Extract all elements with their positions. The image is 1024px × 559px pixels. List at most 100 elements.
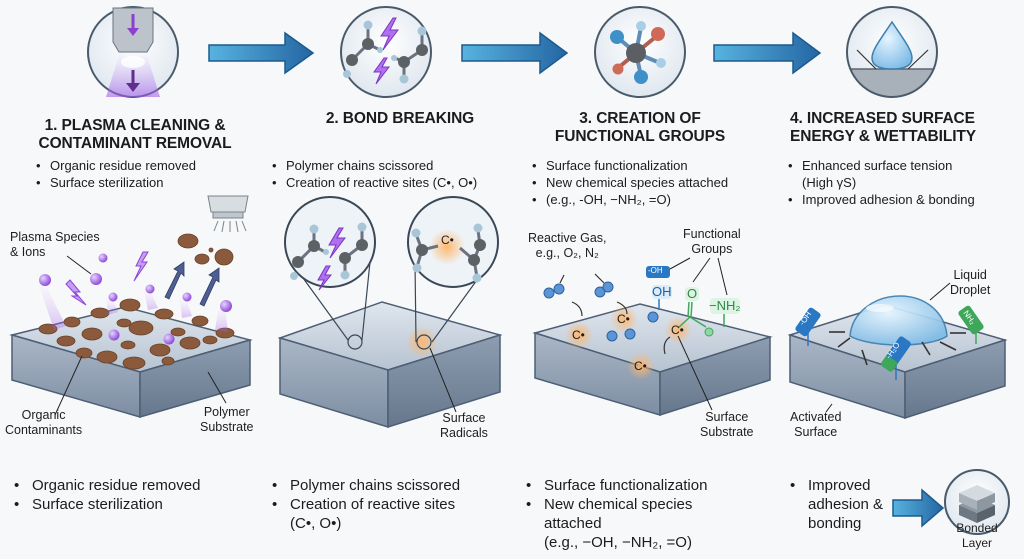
label-line: Surface: [442, 411, 486, 425]
leader-lines: [54, 255, 227, 416]
radical-label: C•: [617, 312, 630, 326]
summary-step-3: Surface functionalization New chemical s…: [522, 476, 707, 552]
step-2-bullets: Polymer chains scissored Creation of rea…: [270, 157, 477, 191]
surface-tension-arrows: [829, 331, 966, 366]
bullet-text: (C•, O•): [290, 515, 342, 532]
step-2-title: 2. BOND BREAKING: [270, 110, 530, 128]
bullet: Improved adhesion & bonding: [786, 191, 975, 208]
oh-tag-label: -OH: [648, 266, 663, 275]
bullet: Creation of reactive sites: [268, 495, 460, 514]
label-line: e.g., O₂, N₂: [535, 246, 599, 260]
label-reactive-gas: Reactive Gas, e.g., O₂, N₂: [528, 231, 607, 261]
summary-step-4: Improved adhesion & bonding: [786, 476, 883, 533]
label-line: Droplet: [950, 283, 991, 297]
bullet: Surface functionalization: [522, 476, 707, 495]
bullet: Organic residue removed: [10, 476, 200, 495]
label-line: Liquid: [953, 268, 987, 282]
label-line: Bonded: [956, 521, 998, 535]
label-line: Plasma Species: [10, 230, 100, 244]
label-line: Layer: [961, 536, 993, 550]
step-3-title: 3. CREATION OF FUNCTIONAL GROUPS: [530, 110, 750, 146]
bullet-continuation: attached: [522, 514, 707, 533]
oh-group-label: OH: [652, 284, 672, 299]
bullet: Enhanced surface tension: [786, 157, 975, 174]
nh2-group-label: −NH₂: [709, 298, 741, 313]
bullet: Creation of reactive sites (C•, O•): [270, 174, 477, 191]
process-arrow-2: [461, 31, 569, 75]
bullet-continuation: adhesion &: [786, 495, 883, 514]
label-line: Functional: [683, 227, 741, 241]
bullet-continuation: (e.g., −OH, −NH₂, =O): [522, 533, 707, 552]
functional-group-molecule-icon: [594, 6, 686, 98]
label-line: Contaminants: [5, 423, 83, 437]
bullet: Surface functionalization: [530, 157, 728, 174]
process-arrow-1: [208, 31, 315, 75]
bullet: Surface sterilization: [34, 174, 196, 191]
bullet: Organic residue removed: [34, 157, 196, 174]
label-line: & Ions: [10, 245, 46, 259]
step-4-bullets: Enhanced surface tension (High γS) Impro…: [786, 157, 975, 208]
bonded-layer-icon: [944, 469, 1010, 535]
bullet-continuation: bonding: [786, 514, 883, 533]
label-line: Radicals: [440, 426, 488, 440]
label-radical-magnified: C•: [441, 233, 454, 247]
step-3-title-line2: FUNCTIONAL GROUPS: [554, 128, 726, 145]
summary-step-1: Organic residue removed Surface steriliz…: [10, 476, 200, 514]
process-arrow-3: [713, 31, 822, 75]
bullet: Polymer chains scissored: [270, 157, 477, 174]
bond-breaking-molecule-icon: [340, 6, 432, 98]
label-bonded-layer: Bonded Layer: [952, 521, 1002, 551]
plasma-ions: [38, 251, 232, 345]
reactive-gas-ions: [543, 281, 659, 342]
bullet: (e.g., -OH, −NH₂, =O): [530, 191, 728, 208]
radical-label: C•: [572, 328, 585, 342]
cleaning-nozzle-icon: [207, 195, 249, 233]
step-1-bullets: Organic residue removed Surface steriliz…: [34, 157, 196, 191]
step-2-title-line1: 2. BOND BREAKING: [325, 110, 475, 127]
magnifier-radical: [407, 196, 499, 288]
radical-label: C•: [671, 323, 684, 337]
oh-tag: [646, 266, 670, 278]
magnifier-bond-breaking: [284, 196, 376, 291]
label-surface-radicals: Surface Radicals: [440, 411, 488, 441]
label-line: Activated: [790, 410, 842, 424]
label-line: Substrate: [200, 420, 254, 434]
label-activated-surface: Activated Surface: [790, 410, 841, 440]
bullet: Surface sterilization: [10, 495, 200, 514]
label-polymer-substrate: Polymer Substrate: [200, 405, 254, 435]
step-3-bullets: Surface functionalization New chemical s…: [530, 157, 728, 208]
bullet: New chemical species attached: [530, 174, 728, 191]
liquid-droplet: [849, 295, 948, 346]
label-line: Organic: [21, 408, 66, 422]
panel-3-illustration: [532, 257, 773, 417]
label-organic-contaminants: Organic Contaminants: [5, 408, 82, 438]
panel-2-illustration: [277, 196, 503, 429]
label-line: Surface: [794, 425, 838, 439]
step-1-title: 1. PLASMA CLEANING & CONTAMINANT REMOVAL: [5, 117, 265, 153]
step-4-title: 4. INCREASED SURFACE ENERGY & WETTABILIT…: [790, 110, 1020, 146]
label-functional-groups: Functional Groups: [683, 227, 741, 257]
bullet-continuation: (C•, O•): [268, 514, 460, 533]
removal-arrows: [164, 261, 220, 307]
summary-step-2: Polymer chains scissored Creation of rea…: [268, 476, 460, 533]
bullet-text: (High γS): [802, 175, 857, 190]
water-droplet-contact-angle-icon: [846, 6, 938, 98]
label-surface-substrate: Surface Substrate: [700, 410, 754, 440]
label-liquid-droplet: Liquid Droplet: [950, 268, 990, 298]
label-line: Groups: [691, 242, 733, 256]
bullet-text: bonding: [808, 515, 862, 532]
carbonyl-o-label: O: [687, 286, 698, 301]
label-line: Polymer: [203, 405, 250, 419]
bonded-arrow: [892, 488, 945, 528]
bullet-text: (e.g., −OH, −NH₂, =O): [544, 534, 692, 551]
bullet-text: adhesion &: [808, 496, 884, 513]
panel-1-illustration: [9, 195, 253, 418]
label-plasma-species: Plasma Species & Ions: [10, 230, 100, 260]
bullet-text: attached: [544, 515, 602, 532]
bullet: Polymer chains scissored: [268, 476, 460, 495]
step-1-title-line2: CONTAMINANT REMOVAL: [38, 135, 232, 152]
contaminant-particles: [38, 233, 235, 370]
label-line: Substrate: [700, 425, 754, 439]
step-1-title-line1: 1. PLASMA CLEANING &: [44, 117, 226, 134]
